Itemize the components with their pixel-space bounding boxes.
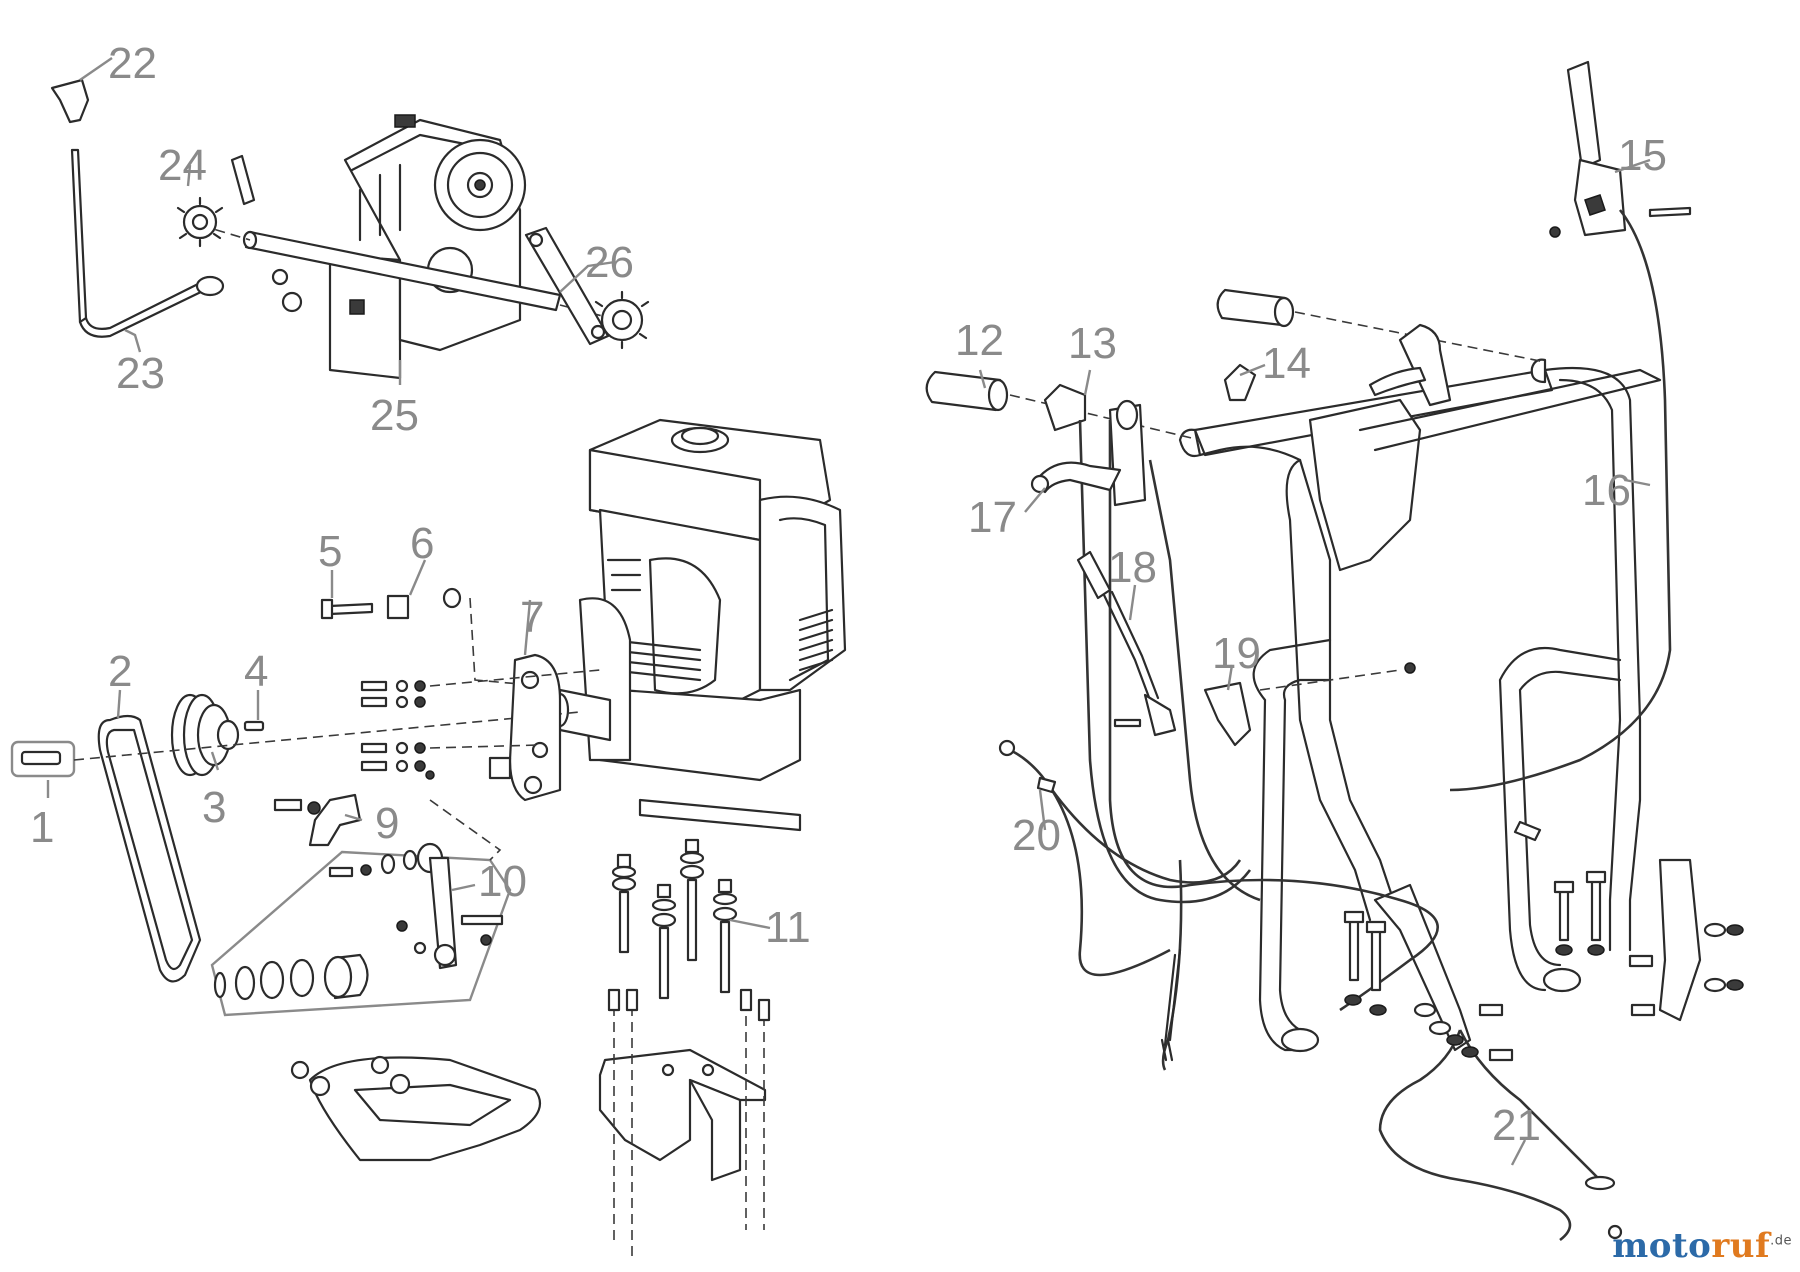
callout-15: 15: [1618, 131, 1667, 180]
logo-suffix: .de: [1770, 1233, 1792, 1249]
logo-text-part1: moto: [1612, 1226, 1712, 1266]
pulley-belt-assembly: [10, 587, 601, 1017]
callout-4: 4: [244, 647, 268, 696]
callout-25: 25: [370, 391, 419, 440]
callout-10: 10: [478, 857, 527, 906]
callout-16: 16: [1582, 466, 1631, 515]
engine: [550, 418, 847, 832]
mount-hardware: [598, 838, 771, 1260]
callout-9: 9: [375, 799, 399, 848]
callout-23: 23: [116, 349, 165, 398]
callout-20: 20: [1012, 811, 1061, 860]
handle-frame: [925, 60, 1744, 1242]
callout-24: 24: [158, 141, 207, 190]
belt-guard: [290, 1055, 542, 1162]
callout-14: 14: [1262, 339, 1311, 388]
callout-labels: 1 2 3 4 5 6 7 9 10 11 12 13 14 15 16 17 …: [30, 39, 1667, 1150]
leader-lines: [46, 57, 1651, 1166]
callout-7: 7: [520, 593, 544, 642]
callout-1: 1: [30, 803, 54, 852]
callout-21: 21: [1492, 1101, 1541, 1150]
callout-6: 6: [410, 519, 434, 568]
callout-18: 18: [1108, 543, 1157, 592]
callout-3: 3: [202, 783, 226, 832]
callout-2: 2: [108, 647, 132, 696]
callout-11: 11: [765, 903, 811, 952]
callout-13: 13: [1068, 319, 1117, 368]
gearbox-assembly: [50, 78, 650, 380]
logo-text-part2: ruf: [1711, 1226, 1771, 1266]
motoruf-logo: motoruf.de: [1612, 1226, 1792, 1266]
callout-22: 22: [108, 39, 157, 88]
callout-17: 17: [968, 493, 1017, 542]
callout-5: 5: [318, 527, 342, 576]
callout-19: 19: [1212, 629, 1261, 678]
callout-12: 12: [955, 316, 1004, 365]
callout-26: 26: [585, 238, 634, 287]
